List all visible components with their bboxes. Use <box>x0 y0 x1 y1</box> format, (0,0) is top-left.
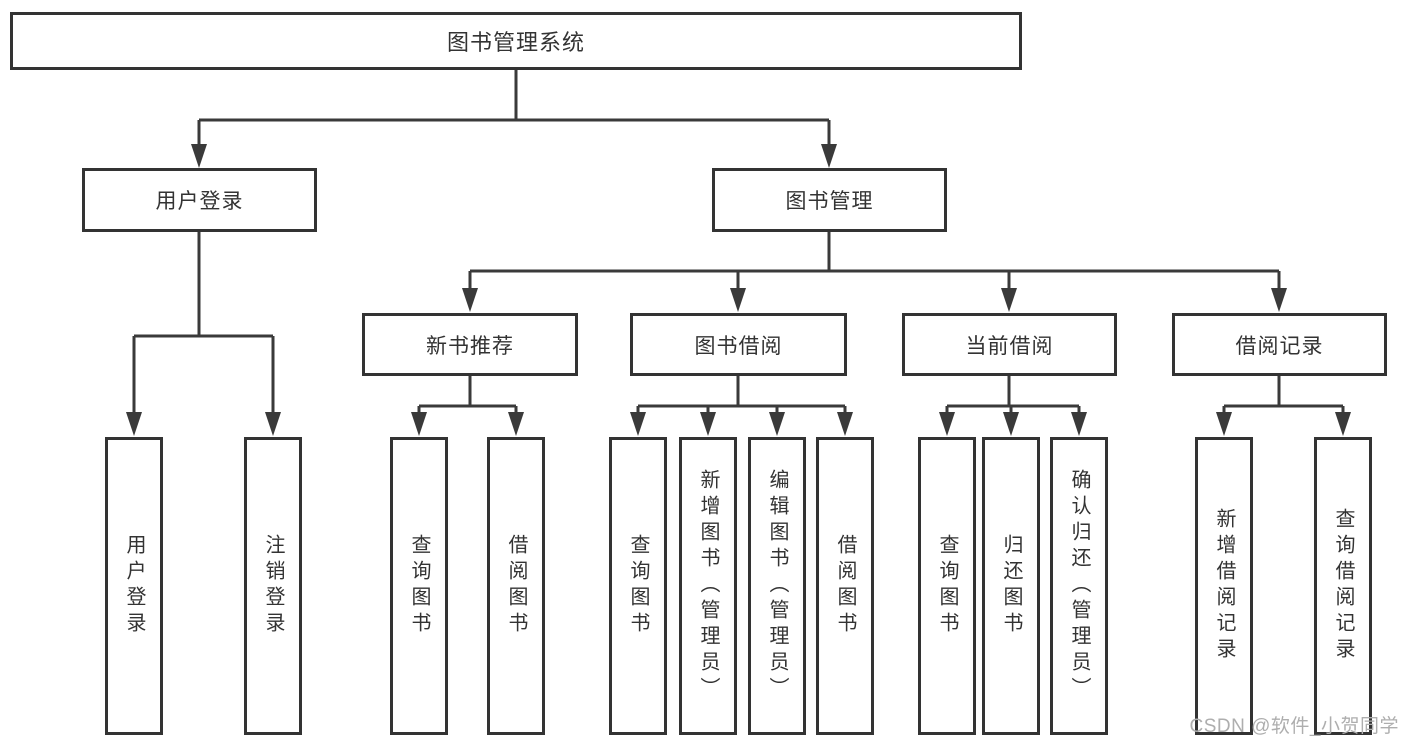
node-book-borrowing: 图书借阅 <box>630 313 847 376</box>
leaf-query-books-borrowing: 查询图书 <box>609 437 667 735</box>
leaf-logout: 注销登录 <box>244 437 302 735</box>
leaf-query-books-borrowing-label: 查询图书 <box>627 534 649 638</box>
leaf-query-books-recommend: 查询图书 <box>390 437 448 735</box>
leaf-borrow-books: 借阅图书 <box>816 437 874 735</box>
leaf-borrow-books-recommend-label: 借阅图书 <box>505 534 527 638</box>
leaf-user-login: 用户登录 <box>105 437 163 735</box>
leaf-return-books: 归还图书 <box>982 437 1040 735</box>
leaf-add-borrow-record-label: 新增借阅记录 <box>1213 508 1235 664</box>
node-new-book-recommend: 新书推荐 <box>362 313 578 376</box>
leaf-confirm-return-admin-label: 确认归还（管理员） <box>1068 469 1090 703</box>
leaf-query-borrow-record: 查询借阅记录 <box>1314 437 1372 735</box>
node-current-borrowing: 当前借阅 <box>902 313 1117 376</box>
leaf-confirm-return-admin: 确认归还（管理员） <box>1050 437 1108 735</box>
leaf-borrow-books-recommend: 借阅图书 <box>487 437 545 735</box>
node-library-management-system: 图书管理系统 <box>10 12 1022 70</box>
leaf-edit-books-admin-label: 编辑图书（管理员） <box>766 469 788 703</box>
leaf-edit-books-admin: 编辑图书（管理员） <box>748 437 806 735</box>
leaf-add-books-admin-label: 新增图书（管理员） <box>697 469 719 703</box>
leaf-query-books-current-label: 查询图书 <box>936 534 958 638</box>
leaf-return-books-label: 归还图书 <box>1000 534 1022 638</box>
node-borrowing-records: 借阅记录 <box>1172 313 1387 376</box>
leaf-borrow-books-label: 借阅图书 <box>834 534 856 638</box>
leaf-add-books-admin: 新增图书（管理员） <box>679 437 737 735</box>
csdn-watermark: CSDN @软件_小贺同学 <box>1189 716 1399 737</box>
leaf-query-books-recommend-label: 查询图书 <box>408 534 430 638</box>
leaf-query-books-current: 查询图书 <box>918 437 976 735</box>
leaf-add-borrow-record: 新增借阅记录 <box>1195 437 1253 735</box>
leaf-query-borrow-record-label: 查询借阅记录 <box>1332 508 1354 664</box>
node-book-management: 图书管理 <box>712 168 947 232</box>
node-user-login: 用户登录 <box>82 168 317 232</box>
leaf-user-login-label: 用户登录 <box>123 534 145 638</box>
leaf-logout-label: 注销登录 <box>262 534 284 638</box>
